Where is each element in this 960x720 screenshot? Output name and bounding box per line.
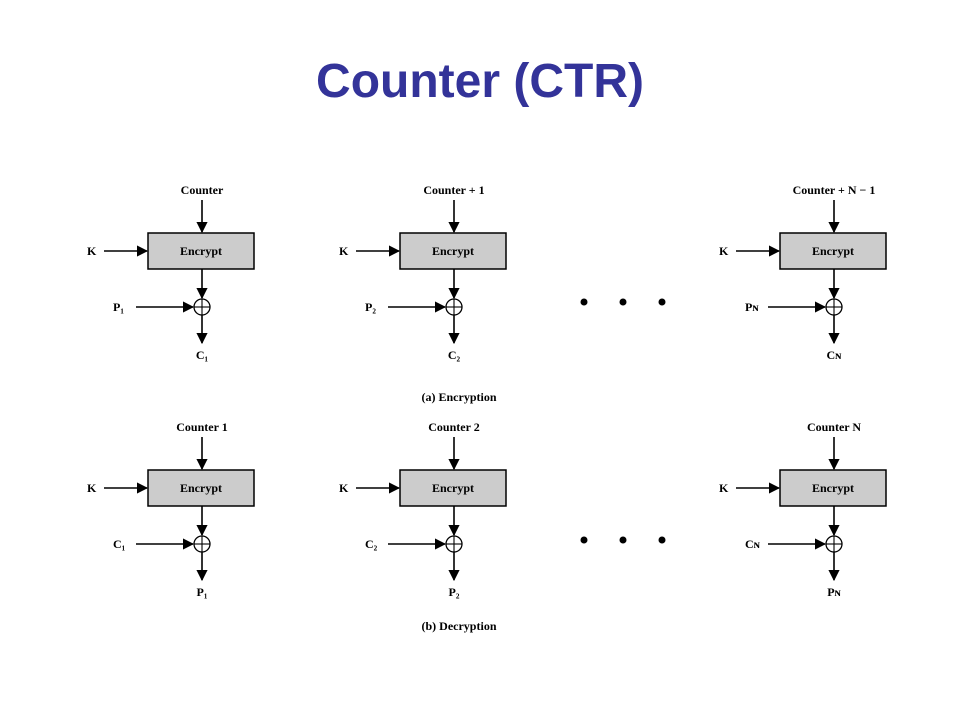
- xor-icon: [445, 535, 463, 553]
- counter-label: Counter N: [807, 420, 861, 434]
- input-label: Cɴ: [745, 537, 761, 551]
- key-label: K: [87, 481, 97, 495]
- xor-icon: [193, 535, 211, 553]
- counter-label: Counter 1: [176, 420, 227, 434]
- encrypt-box: [779, 469, 887, 507]
- xor-icon: [825, 535, 843, 553]
- encrypt-box: [147, 232, 255, 270]
- encrypt-box: [399, 232, 507, 270]
- slide-title: Counter (CTR): [316, 55, 644, 108]
- encrypt-box-label: Encrypt: [812, 244, 854, 258]
- encrypt-box-label: Encrypt: [432, 244, 474, 258]
- input-label: P₁: [113, 300, 124, 314]
- key-label: K: [339, 481, 349, 495]
- input-label: P₂: [365, 300, 376, 314]
- encrypt-box: [399, 469, 507, 507]
- ellipsis-icon-encryption: [580, 298, 666, 306]
- input-label: C₁: [113, 537, 126, 551]
- ellipsis-icon-decryption: [580, 536, 666, 544]
- encrypt-box-label: Encrypt: [812, 481, 854, 495]
- counter-label: Counter + N − 1: [793, 183, 876, 197]
- key-label: K: [719, 481, 729, 495]
- counter-label: Counter: [181, 183, 224, 197]
- counter-label: Counter 2: [428, 420, 479, 434]
- encrypt-box: [779, 232, 887, 270]
- output-label: P₂: [449, 585, 460, 599]
- encrypt-box-label: Encrypt: [432, 481, 474, 495]
- encrypt-box: [147, 469, 255, 507]
- xor-icon: [445, 298, 463, 316]
- xor-icon: [193, 298, 211, 316]
- decryption-caption: (b) Decryption: [422, 619, 497, 633]
- key-label: K: [719, 244, 729, 258]
- key-label: K: [339, 244, 349, 258]
- output-label: C₂: [448, 348, 461, 362]
- counter-label: Counter + 1: [423, 183, 484, 197]
- input-label: Pɴ: [745, 300, 759, 314]
- encryption-caption: (a) Encryption: [422, 390, 497, 404]
- output-label: C₁: [196, 348, 209, 362]
- output-label: Cɴ: [827, 348, 843, 362]
- output-label: Pɴ: [827, 585, 841, 599]
- output-label: P₁: [197, 585, 208, 599]
- key-label: K: [87, 244, 97, 258]
- encrypt-box-label: Encrypt: [180, 244, 222, 258]
- xor-icon: [825, 298, 843, 316]
- input-label: C₂: [365, 537, 378, 551]
- encrypt-box-label: Encrypt: [180, 481, 222, 495]
